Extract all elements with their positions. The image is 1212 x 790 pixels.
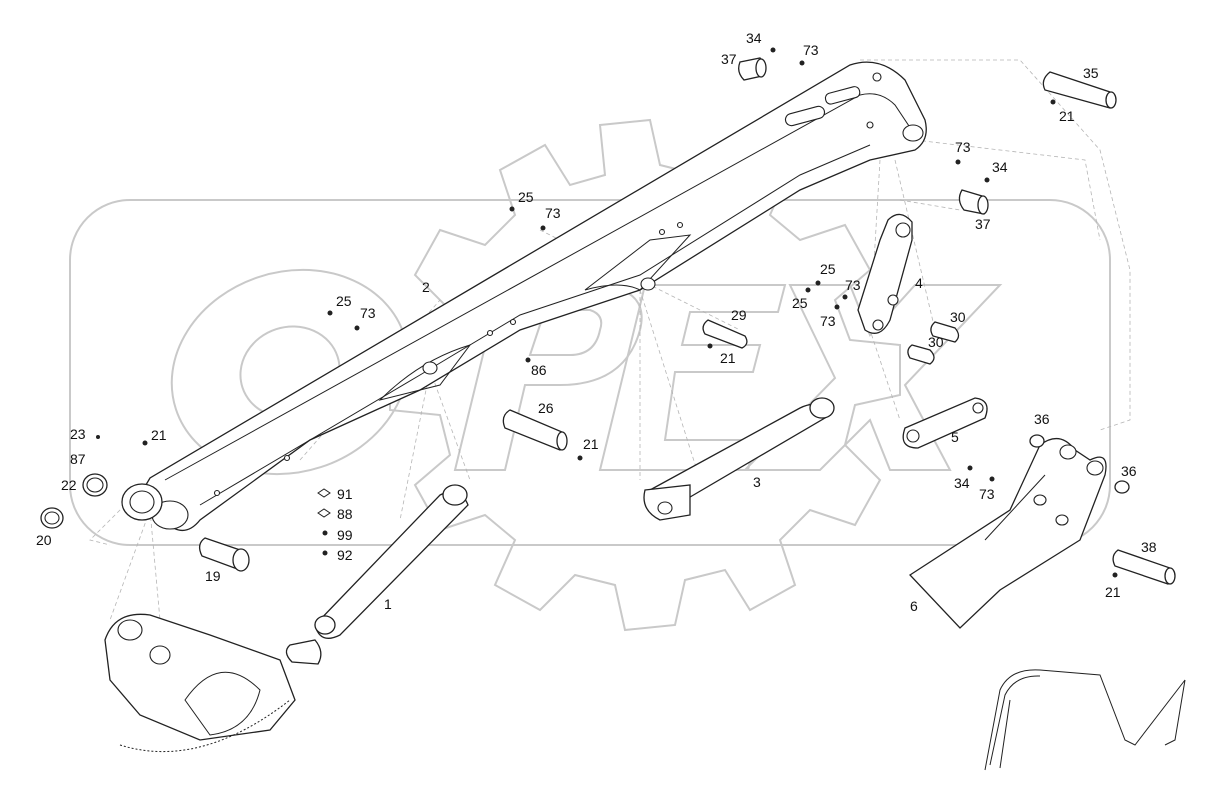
callout-26: 26 [538, 400, 554, 416]
callout-35: 35 [1083, 65, 1099, 81]
rings-36 [1029, 434, 1130, 494]
callout-25: 25 [518, 189, 534, 205]
callout-92: 92 [337, 547, 353, 563]
link-part-4 [857, 213, 913, 334]
callout-73: 73 [979, 486, 995, 502]
callout-30: 30 [950, 309, 966, 325]
base-frame [104, 613, 296, 753]
pin-29 [702, 319, 748, 349]
callout-87: 87 [70, 451, 86, 467]
callout-73: 73 [360, 305, 376, 321]
bushing-37-top [738, 57, 767, 81]
callout-labels: 34 73 37 35 21 73 34 37 25 73 2 25 73 25… [36, 30, 1157, 614]
bushings-30 [907, 321, 960, 365]
callout-34: 34 [992, 159, 1008, 175]
callout-4: 4 [915, 275, 923, 291]
callout-21: 21 [720, 350, 736, 366]
link-part-5 [902, 397, 988, 449]
callout-22: 22 [61, 477, 77, 493]
callout-20: 20 [36, 532, 52, 548]
ring-22 [82, 473, 108, 497]
callout-73: 73 [955, 139, 971, 155]
ring-20 [40, 507, 64, 529]
callout-21: 21 [1059, 108, 1075, 124]
callout-21: 21 [151, 427, 167, 443]
callout-34: 34 [746, 30, 762, 46]
callout-5: 5 [951, 429, 959, 445]
callout-1: 1 [384, 596, 392, 612]
callout-25: 25 [336, 293, 352, 309]
callout-99: 99 [337, 527, 353, 543]
callout-37: 37 [975, 216, 991, 232]
callout-29: 29 [731, 307, 747, 323]
bushing-boom-foot [121, 483, 163, 521]
boom-part-2 [139, 61, 927, 532]
callout-73: 73 [803, 42, 819, 58]
callout-30: 30 [928, 334, 944, 350]
callout-3: 3 [753, 474, 761, 490]
callout-86: 86 [531, 362, 547, 378]
callout-37: 37 [721, 51, 737, 67]
callout-36: 36 [1121, 463, 1137, 479]
callout-73: 73 [845, 277, 861, 293]
callout-73: 73 [545, 205, 561, 221]
small-hardware [96, 47, 1118, 578]
cylinder-part-3 [643, 397, 835, 521]
bushing-37-right [958, 189, 989, 215]
callout-23: 23 [70, 426, 86, 442]
callout-21: 21 [1105, 584, 1121, 600]
cylinder-part-1 [285, 484, 469, 665]
callout-88: 88 [337, 506, 353, 522]
callout-91: 91 [337, 486, 353, 502]
callout-36: 36 [1034, 411, 1050, 427]
callout-21: 21 [583, 436, 599, 452]
pin-26 [502, 409, 568, 451]
watermark-gear [389, 118, 901, 632]
callout-25: 25 [820, 261, 836, 277]
callout-2: 2 [422, 279, 430, 295]
callout-19: 19 [205, 568, 221, 584]
pin-35 [1042, 71, 1117, 109]
callout-25: 25 [792, 295, 808, 311]
pin-38 [1112, 549, 1176, 585]
callout-34: 34 [954, 475, 970, 491]
callout-73: 73 [820, 313, 836, 329]
callout-38: 38 [1141, 539, 1157, 555]
machine-thumbnail [984, 669, 1186, 771]
arm-part-6 [908, 438, 1107, 629]
bushing-19 [198, 537, 250, 572]
callout-6: 6 [910, 598, 918, 614]
